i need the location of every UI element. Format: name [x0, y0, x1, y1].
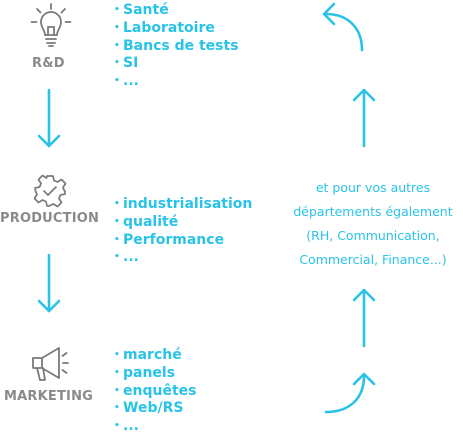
- list-item: Bancs de tests: [114, 38, 239, 56]
- text-line: départements également: [293, 204, 453, 219]
- list-item: marché: [114, 347, 196, 365]
- rd-items-list: Santé Laboratoire Bancs de tests SI ...: [114, 2, 239, 91]
- list-item: enquêtes: [114, 383, 196, 401]
- curved-arrow-top-icon: [318, 0, 372, 54]
- arrow-up-icon: [352, 286, 376, 348]
- list-item: ...: [114, 73, 239, 91]
- other-departments-text: et pour vos autres départements égalemen…: [268, 176, 463, 272]
- arrow-down-icon: [37, 88, 61, 150]
- marketing-items-list: marché panels enquêtes Web/RS ...: [114, 347, 196, 436]
- list-item: ...: [114, 249, 252, 267]
- lightbulb-icon: [30, 2, 72, 50]
- text-line: Commercial, Finance...): [299, 252, 447, 267]
- list-item: SI: [114, 55, 239, 73]
- list-item: Performance: [114, 232, 252, 250]
- list-item: Santé: [114, 2, 239, 20]
- text-line: (RH, Communication,: [306, 228, 440, 243]
- megaphone-icon: [30, 344, 70, 386]
- stage-label-production: PRODUCTION: [0, 211, 100, 226]
- text-line: et pour vos autres: [315, 180, 431, 195]
- gear-icon: [33, 174, 67, 208]
- arrow-up-icon: [352, 86, 376, 148]
- arrow-down-icon: [37, 253, 61, 315]
- list-item: qualité: [114, 214, 252, 232]
- production-items-list: industrialisation qualité Performance ..…: [114, 196, 252, 267]
- list-item: ...: [114, 418, 196, 436]
- list-item: industrialisation: [114, 196, 252, 214]
- list-item: panels: [114, 365, 196, 383]
- list-item: Laboratoire: [114, 20, 239, 38]
- stage-label-rd: R&D: [32, 56, 65, 71]
- curved-arrow-up-icon: [320, 370, 380, 420]
- stage-label-marketing: MARKETING: [4, 389, 94, 404]
- list-item: Web/RS: [114, 400, 196, 418]
